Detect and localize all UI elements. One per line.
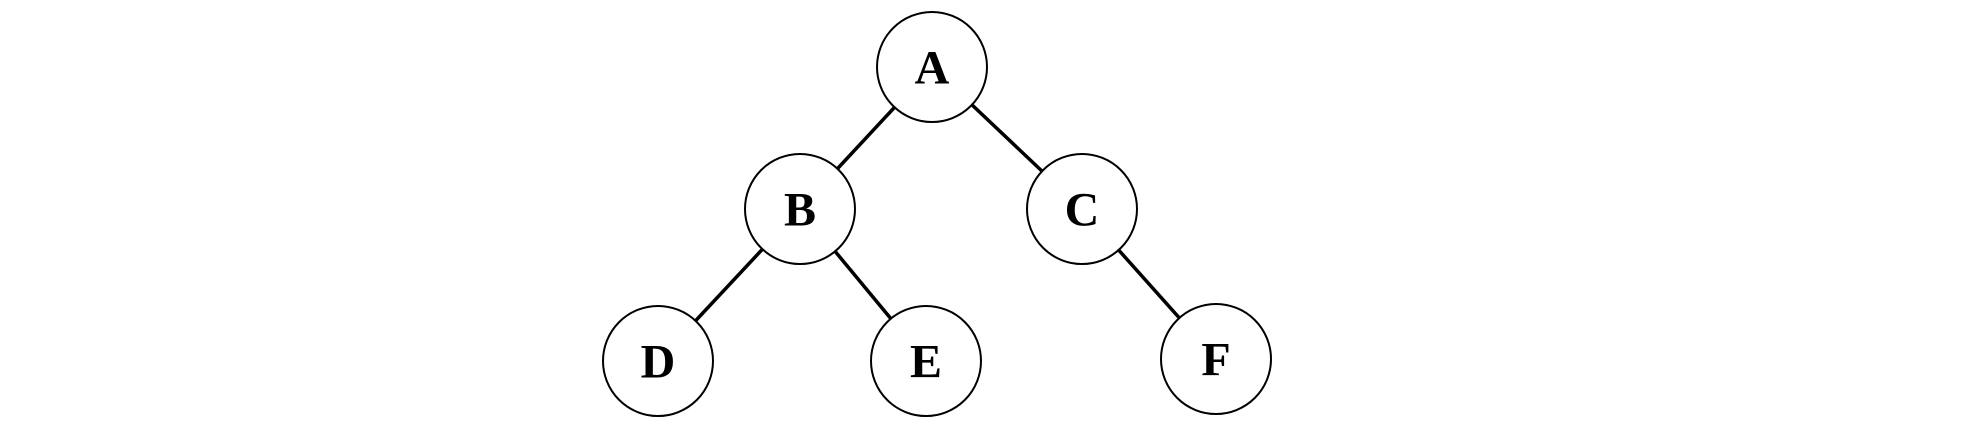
tree-node-label-B: B bbox=[784, 183, 816, 236]
tree-node-label-D: D bbox=[641, 335, 676, 388]
tree-node-circle-F bbox=[1160, 303, 1272, 415]
tree-node-circle-D bbox=[602, 305, 714, 417]
tree-node-label-A: A bbox=[915, 41, 950, 94]
tree-node-D: D bbox=[602, 305, 714, 417]
tree-node-circle-A bbox=[876, 11, 988, 123]
tree-node-F: F bbox=[1160, 303, 1272, 415]
tree-node-label-C: C bbox=[1065, 183, 1100, 236]
tree-node-circle-E bbox=[870, 305, 982, 417]
tree-node-B: B bbox=[744, 153, 856, 265]
tree-node-C: C bbox=[1026, 153, 1138, 265]
tree-node-label-F: F bbox=[1201, 333, 1230, 386]
tree-node-circle-C bbox=[1026, 153, 1138, 265]
tree-node-circle-B bbox=[744, 153, 856, 265]
tree-node-E: E bbox=[870, 305, 982, 417]
tree-node-A: A bbox=[876, 11, 988, 123]
tree-node-label-E: E bbox=[910, 335, 942, 388]
